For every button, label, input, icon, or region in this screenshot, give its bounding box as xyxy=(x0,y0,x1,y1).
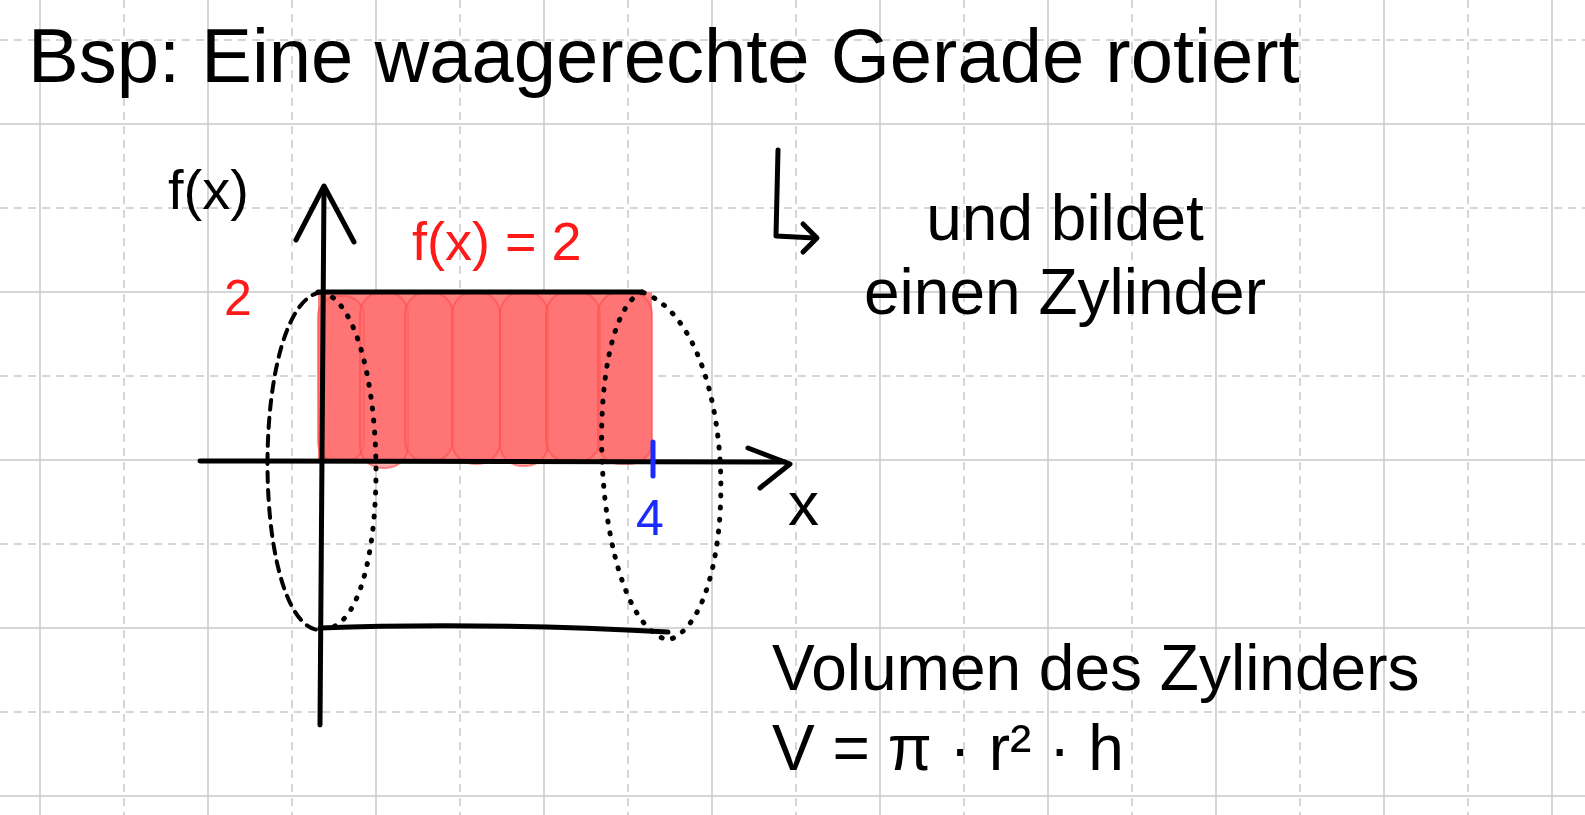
area-stroke xyxy=(360,292,408,468)
grid-line xyxy=(0,795,1585,797)
cylinder-top-line xyxy=(318,290,642,295)
axis-value: 4 xyxy=(636,490,664,548)
grid-line xyxy=(0,375,1585,377)
hook-arrow xyxy=(776,150,815,238)
grid-line xyxy=(711,0,713,815)
x-axis-arrowhead xyxy=(748,448,790,488)
grid-line xyxy=(207,0,209,815)
axis-label: f(x) xyxy=(168,158,249,222)
grid-line xyxy=(1551,0,1553,815)
grid-line xyxy=(291,0,293,815)
axis-label: x xyxy=(788,468,819,539)
area-stroke xyxy=(546,292,600,462)
area-stroke xyxy=(405,292,453,462)
hook-arrowhead xyxy=(803,224,817,252)
y-axis-arrowhead xyxy=(296,186,354,242)
right-ellipse xyxy=(602,292,721,640)
formula: V = π · r² · h xyxy=(772,712,1124,786)
grid-line xyxy=(0,627,1585,629)
grid-line xyxy=(0,543,1585,545)
area-stroke xyxy=(452,292,500,464)
area-strokes xyxy=(318,292,652,468)
note-text: Volumen des Zylinders xyxy=(772,632,1419,706)
axis-tick xyxy=(651,442,656,476)
x-axis xyxy=(200,461,785,462)
axis-value: 2 xyxy=(224,270,252,328)
grid-line xyxy=(1467,0,1469,815)
y-axis xyxy=(320,188,324,725)
heading: Bsp: Eine waagerechte Gerade rotiert xyxy=(28,12,1300,99)
grid-line xyxy=(0,123,1585,125)
note-text: und bildet einen Zylinder xyxy=(845,182,1285,329)
cylinder-bottom-line xyxy=(320,626,668,632)
grid-line xyxy=(123,0,125,815)
function-label: f(x) = 2 xyxy=(412,210,582,272)
grid-line xyxy=(39,0,41,815)
area-stroke xyxy=(500,292,548,466)
